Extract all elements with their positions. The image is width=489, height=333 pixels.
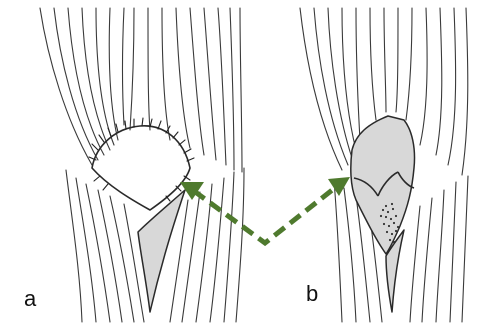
panel-a-ligule-hairs — [89, 118, 194, 201]
panel-a-drawing — [40, 8, 244, 322]
double-headed-arrow — [180, 177, 350, 243]
panel-label-b: b — [306, 281, 318, 307]
arrow-dashed-line — [194, 187, 336, 243]
panel-a-ligule — [92, 126, 190, 210]
panel-a-sheath-margin — [138, 190, 185, 312]
panel-b-drawing — [300, 8, 468, 322]
panel-label-a: a — [24, 286, 36, 312]
panel-a-blade-veins — [40, 8, 242, 172]
